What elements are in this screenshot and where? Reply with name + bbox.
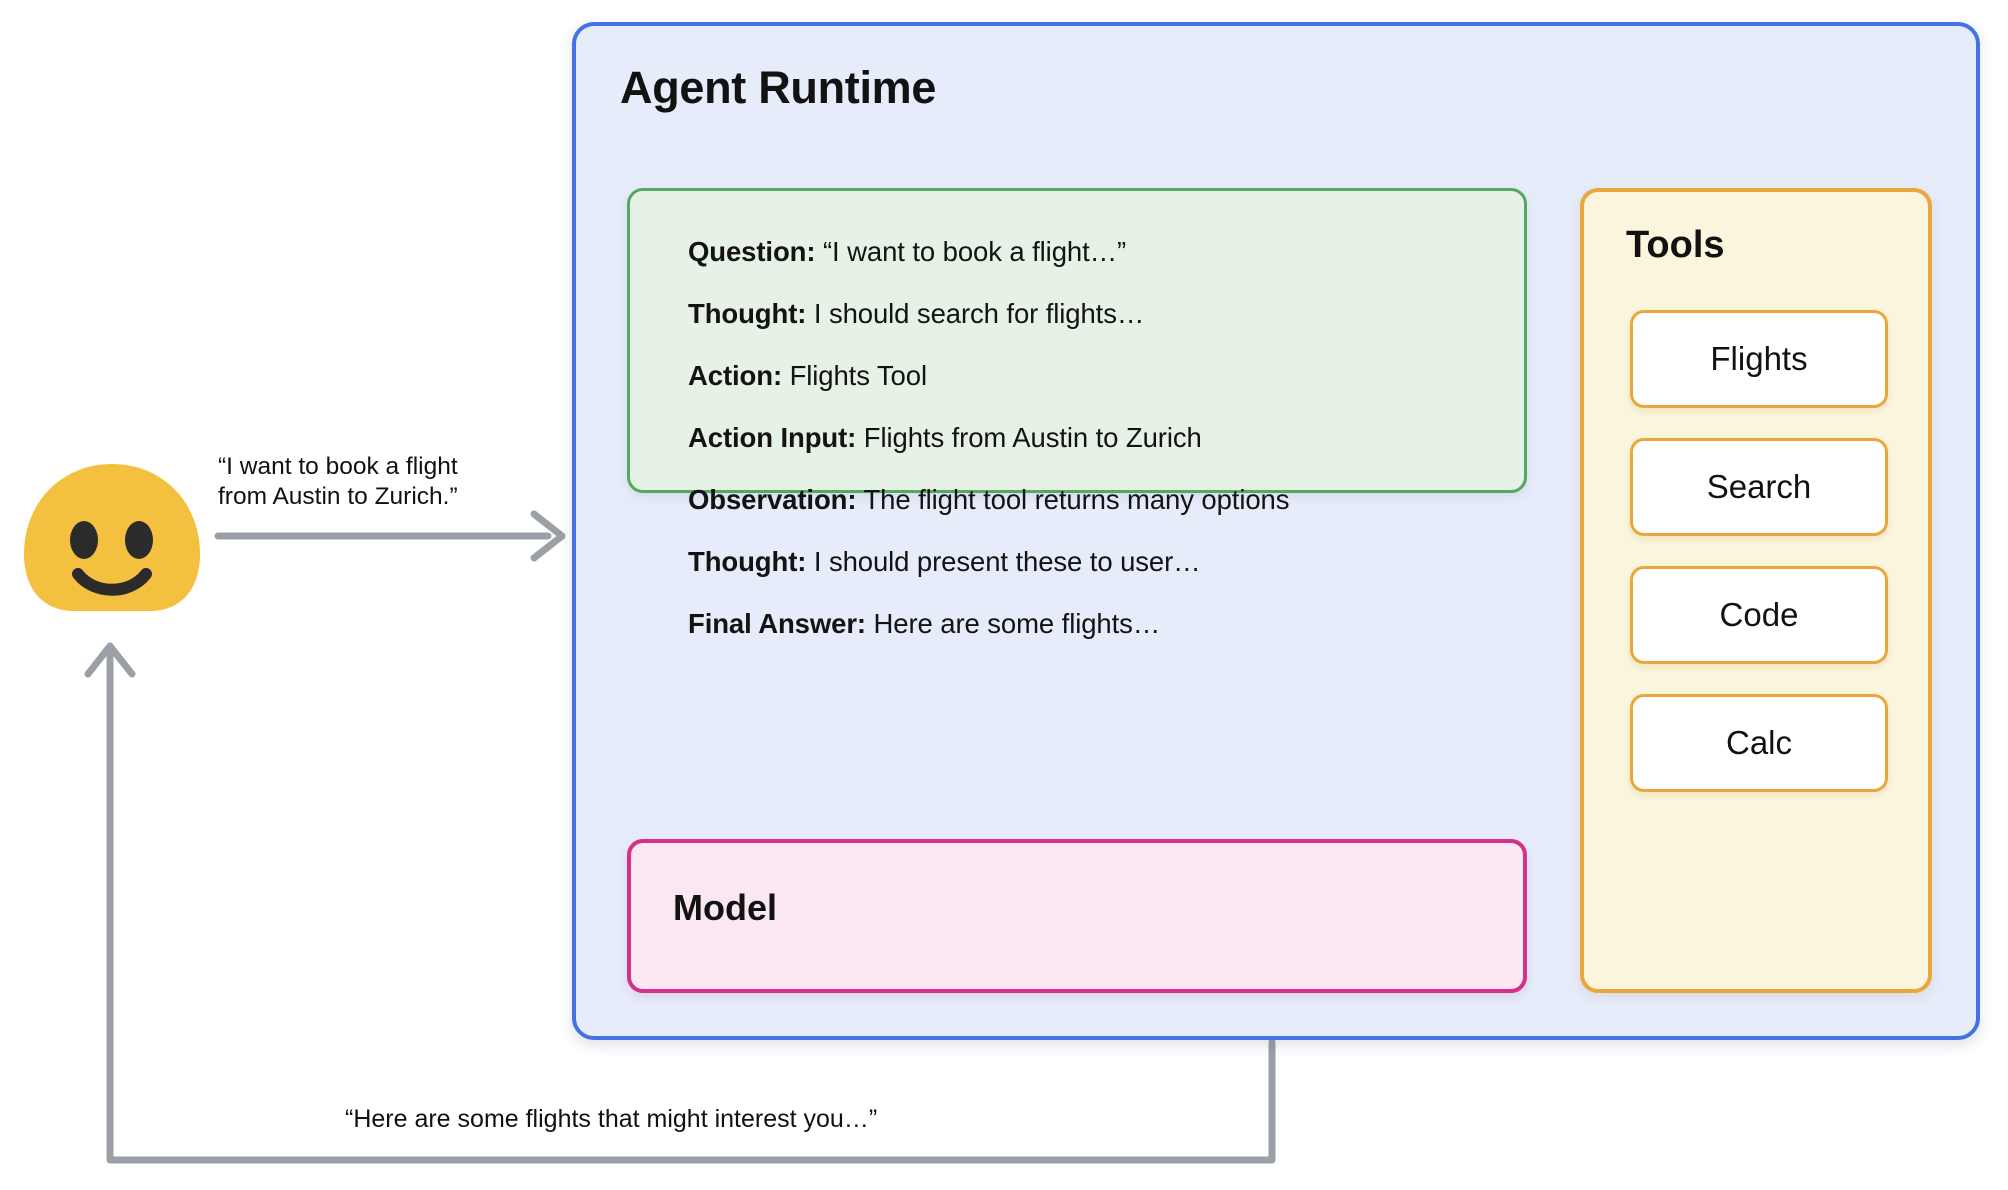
tool-button-calc[interactable]: Calc [1630,694,1888,792]
tools-list: Flights Search Code Calc [1630,310,1888,822]
trace-line: Action: Flights Tool [688,345,1524,407]
tool-button-flights[interactable]: Flights [1630,310,1888,408]
model-box: Model [627,839,1527,993]
trace-line: Thought: I should search for flights… [688,283,1524,345]
response-flow-label: “Here are some flights that might intere… [345,1105,878,1133]
trace-line-label: Thought: [688,546,807,577]
react-trace-box: Question: “I want to book a flight…” Tho… [627,188,1527,639]
trace-line: Observation: The flight tool returns man… [688,469,1524,531]
user-avatar [22,462,202,614]
trace-line-value: The flight tool returns many options [863,484,1290,515]
trace-line: Thought: I should present these to user… [688,531,1524,593]
trace-line-label: Question: [688,236,816,267]
trace-line-label: Action Input: [688,422,857,453]
trace-line-value: Flights Tool [789,360,927,391]
trace-line-value: I should search for flights… [813,298,1145,329]
request-flow-label: “I want to book a flight from Austin to … [218,452,578,512]
tools-panel: Tools Flights Search Code Calc [1580,188,1932,993]
tools-panel-title: Tools [1626,224,1725,266]
trace-line-value: “I want to book a flight…” [822,236,1127,267]
model-label: Model [673,887,777,928]
smiling-blob-face-icon [24,464,200,611]
tool-button-code[interactable]: Code [1630,566,1888,664]
trace-line-label: Thought: [688,298,807,329]
tool-button-search[interactable]: Search [1630,438,1888,536]
agent-runtime-container: Agent Runtime Question: “I want to book … [572,22,1980,1040]
trace-line-value: Here are some flights… [873,608,1161,639]
trace-line-label: Action: [688,360,783,391]
trace-line-label: Observation: [688,484,857,515]
trace-line: Action Input: Flights from Austin to Zur… [688,407,1524,469]
trace-line: Question: “I want to book a flight…” [688,221,1524,283]
trace-line: Final Answer: Here are some flights… [688,593,1524,655]
request-flow-label-line2: from Austin to Zurich.” [218,483,458,510]
trace-line-value: Flights from Austin to Zurich [863,422,1202,453]
trace-line-value: I should present these to user… [813,546,1201,577]
agent-runtime-title: Agent Runtime [620,62,937,113]
trace-line-label: Final Answer: [688,608,866,639]
request-flow-label-line1: “I want to book a flight [218,453,458,480]
